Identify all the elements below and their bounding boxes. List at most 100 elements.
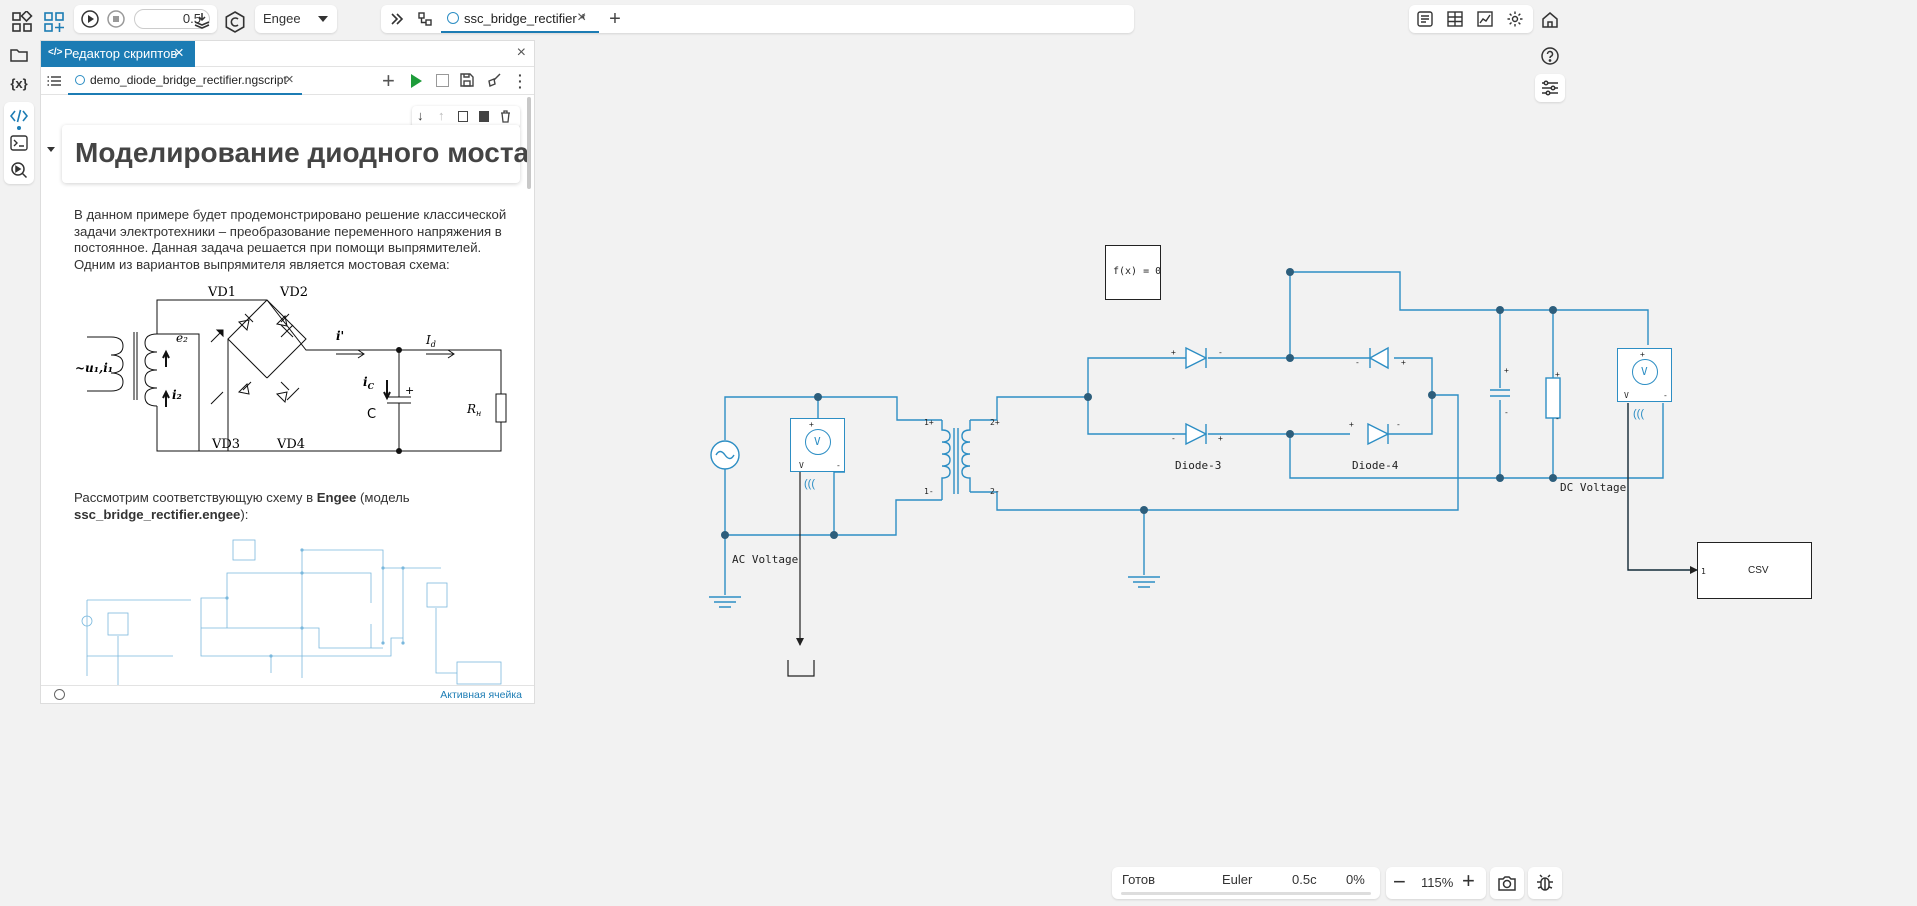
voltmeter-v: V [1641,365,1648,378]
close-icon[interactable]: × [577,9,587,26]
run-simulation-button[interactable] [78,7,102,31]
page-title: Моделирование диодного моста [75,137,530,168]
close-panel-icon[interactable]: × [516,44,526,61]
label-plus: + [405,384,414,397]
solver-select[interactable]: Engee [255,5,337,33]
zoom-control: − 115% + [1386,867,1486,899]
zoom-in-button[interactable]: + [1462,868,1475,893]
voltmeter-circle [805,429,831,455]
double-chevron-right-icon[interactable] [385,7,409,31]
duplicate-icon[interactable] [479,111,489,122]
voltmeter-plus: + [809,420,814,429]
close-icon[interactable]: × [285,71,294,88]
add-cell-button[interactable]: + [382,68,395,93]
broom-icon[interactable] [486,72,502,93]
panel-title: Редактор скриптов [64,46,178,61]
label-vd1: VD1 [207,285,236,300]
tab-model[interactable]: ssc_bridge_rectifier * × [441,5,599,33]
transformer-1m: 1- [924,487,934,496]
label-vd4: VD4 [276,437,305,452]
move-up-icon[interactable]: ↑ [438,108,445,123]
model-thumbnail [81,539,502,686]
charts-icon[interactable] [1473,7,1497,31]
voltmeter-v-port: V [799,461,804,470]
fx-block[interactable]: f(x) = 0 [1105,245,1161,300]
stop-simulation-button[interactable] [104,7,128,31]
code-icon: </> [48,47,63,58]
diode3-plus: + [1218,434,1223,443]
settings-gear-icon[interactable] [54,689,65,700]
table-icon[interactable] [1443,7,1467,31]
ac-voltmeter-block[interactable]: V + V - [790,418,845,472]
model-browser-icon[interactable] [413,7,437,31]
sidebar-group [4,102,34,184]
diode1-plus: + [1171,348,1176,357]
voltmeter-circle [1632,359,1658,385]
voltmeter-v-port: V [1624,391,1629,400]
progress-track [1121,892,1371,895]
add-tab-button[interactable]: + [609,7,621,30]
apps-grid-icon[interactable] [8,8,36,36]
stop-icon[interactable] [436,74,449,87]
inspect-icon[interactable] [7,159,31,181]
p2-model: ssc_bridge_rectifier.engee [74,506,241,522]
p2-mid: (модель [356,490,410,505]
sim-controls: 0.5 [74,5,217,33]
voltmeter-v: V [814,435,821,448]
trash-icon[interactable] [500,110,511,128]
tab-script-editor[interactable]: </> Редактор скриптов × [41,41,195,67]
variables-icon[interactable]: {x} [10,75,28,91]
percent-text: 0% [1346,872,1365,887]
script-editor-toggle-icon[interactable] [1413,7,1437,31]
scrollbar[interactable] [527,97,531,189]
engee-logo-icon[interactable] [221,8,249,36]
solver-select-value: Engee [263,11,301,26]
fx-block-label: f(x) = 0 [1113,266,1162,277]
notebook-content: ↓ ↑ Моделирование диодного моста В данно… [41,96,534,686]
label-c: C [367,407,376,422]
label-e2: e₂ [176,331,188,345]
csv-block[interactable]: 1 CSV [1697,542,1812,599]
layers-icon[interactable] [189,8,215,34]
paragraph-model: Рассмотрим соответствующую схему в Engee… [74,490,510,523]
sliders-button[interactable] [1535,74,1565,102]
dc-voltmeter-block[interactable]: V + V - [1617,348,1672,402]
move-down-icon[interactable]: ↓ [417,108,424,123]
run-icon[interactable] [411,74,422,88]
save-icon[interactable] [459,72,475,93]
voltmeter-minus: - [1663,391,1668,400]
wifi-icon: ((( [1633,408,1644,420]
capacitor-plus: + [1504,366,1509,375]
label-id: Id [425,333,436,349]
p2-pre: Рассмотрим соответствующую схему в [74,490,317,505]
resistor-minus: - [1555,414,1560,423]
file-tab-label: demo_diode_bridge_rectifier.ngscript [90,73,287,87]
script-editor-panel: </> Редактор скриптов × × demo_diode_bri… [40,40,535,704]
dc-voltage-label: DC Voltage [1560,481,1627,494]
help-icon[interactable] [1536,42,1564,70]
new-model-icon[interactable] [40,8,68,36]
heading-cell[interactable]: Моделирование диодного моста [62,125,529,183]
terminal-icon[interactable] [7,132,31,154]
tab-file[interactable]: demo_diode_bridge_rectifier.ngscript × [68,67,302,95]
settings-gear-icon[interactable] [1503,7,1527,31]
code-icon[interactable] [7,105,31,127]
active-dot [17,126,21,130]
list-icon[interactable] [47,74,61,86]
more-vertical-icon[interactable]: ··· [518,67,523,95]
tab-model-label: ssc_bridge_rectifier * [464,11,586,26]
chevron-down-icon [318,16,328,22]
active-cell-link[interactable]: Активная ячейка [440,689,522,701]
label-i2: i₂ [172,388,182,402]
copy-icon[interactable] [458,111,468,122]
home-icon[interactable] [1536,6,1564,34]
folder-icon[interactable] [6,42,32,68]
screenshot-button[interactable] [1490,867,1524,899]
panel-footer: Активная ячейка [41,685,534,704]
close-icon[interactable]: × [174,43,184,62]
collapse-arrow-icon[interactable] [47,147,55,152]
zoom-out-button[interactable]: − [1393,869,1406,894]
diode2-plus: + [1401,358,1406,367]
debug-button[interactable] [1528,867,1562,899]
